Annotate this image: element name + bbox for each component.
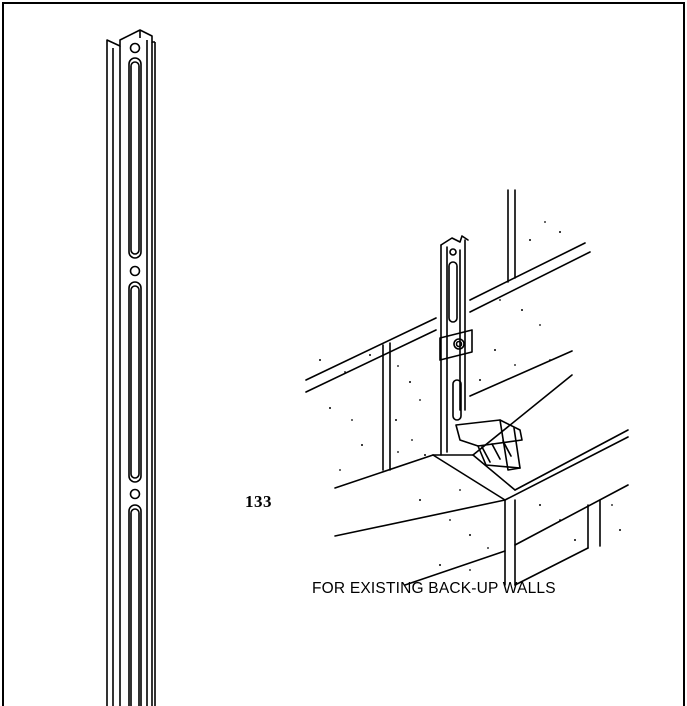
figure-number: 133 [245, 492, 272, 511]
slotted-channel-strip [106, 29, 156, 706]
stipple-texture [319, 221, 621, 571]
wall-detail-illustration [305, 189, 629, 586]
figure-caption: FOR EXISTING BACK-UP WALLS [312, 580, 556, 597]
